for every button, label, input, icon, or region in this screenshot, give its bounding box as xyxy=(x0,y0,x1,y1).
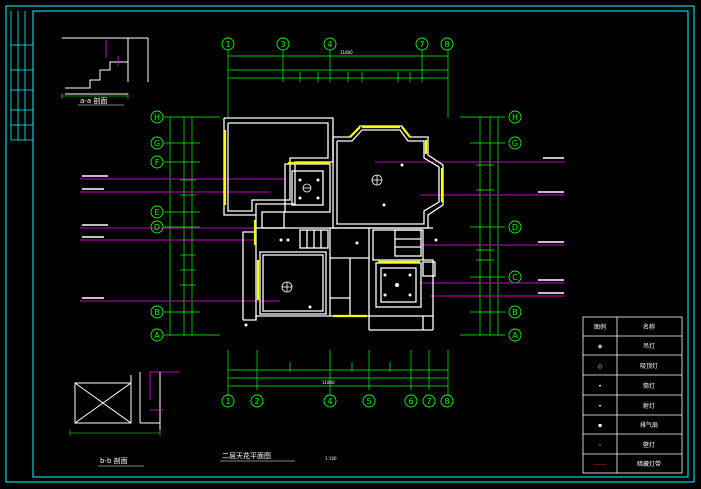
axis-label-top-4: 4 xyxy=(327,40,332,49)
legend-label-0: 名称 xyxy=(643,323,655,331)
axis-label-bottom-2: 2 xyxy=(254,397,259,406)
axis-label-right-A: A xyxy=(512,331,518,340)
legend-symbol-3: • xyxy=(598,383,602,390)
axis-label-bottom-6: 6 xyxy=(408,397,413,406)
light-fixtures xyxy=(244,163,438,327)
axis-label-left-E: E xyxy=(154,208,159,217)
axis-label-left-H: H xyxy=(154,113,160,122)
legend-symbol-4: • xyxy=(598,403,602,410)
dimension-lines-right xyxy=(460,116,505,336)
dimension-lines-left xyxy=(164,116,220,336)
plan-title: 二层天花平面图 xyxy=(222,451,271,460)
legend-symbol-6: ◦ xyxy=(598,442,602,449)
floor-plan xyxy=(223,117,444,331)
legend-label-3: 筒灯 xyxy=(643,382,655,390)
axis-bubble-top-4 xyxy=(323,37,337,51)
legend-symbol-1: ◈ xyxy=(598,343,603,350)
leader-lines xyxy=(80,161,565,302)
axis-label-top-3: 3 xyxy=(280,40,285,49)
drawing-frame-outer xyxy=(5,5,695,483)
section-a-title: a-a 剖面 xyxy=(80,96,107,105)
axis-label-bottom-7: 7 xyxy=(426,397,431,406)
axis-label-right-G: G xyxy=(512,139,518,148)
legend-label-4: 射灯 xyxy=(643,402,655,410)
axis-label-top-1: 1 xyxy=(225,40,230,49)
section-a: a-a 剖面 xyxy=(61,37,149,106)
axis-label-right-H: H xyxy=(512,113,518,122)
axis-label-right-D: D xyxy=(512,223,518,232)
axis-label-bottom-4: 4 xyxy=(327,397,332,406)
legend-label-6: 壁灯 xyxy=(643,441,655,449)
pendant-light-icon xyxy=(281,174,383,293)
title-strip xyxy=(10,11,33,141)
highlight-strips xyxy=(223,125,444,318)
legend-symbol-0: 图例 xyxy=(594,323,606,331)
plan-scale: 1:100 xyxy=(325,456,337,461)
axis-label-left-G: G xyxy=(154,139,160,148)
axis-bubbles-top xyxy=(221,37,454,51)
downlight-icon xyxy=(244,163,438,327)
axis-label-left-F: F xyxy=(155,158,160,167)
dimension-lines-bottom xyxy=(227,350,449,396)
axis-label-left-D: D xyxy=(154,223,160,232)
axis-label-bottom-8: 8 xyxy=(444,397,449,406)
axis-bubble-top-7 xyxy=(415,37,429,51)
legend-label-1: 吊灯 xyxy=(643,342,655,350)
legend-symbol-7: ------ xyxy=(594,461,607,468)
leader-text-stubs xyxy=(82,157,564,299)
drawing-frame-inner xyxy=(32,10,689,478)
legend-label-7: 暗藏灯带 xyxy=(637,460,661,468)
axis-label-left-B: B xyxy=(154,308,160,317)
dim-bottom-total: 11800 xyxy=(322,380,335,385)
legend-table: 图例 ◈ ◇ • • ▪ ◦ ------ 名称 吊灯 吸顶灯 筒灯 射灯 排气… xyxy=(582,316,683,474)
section-b: b-b 剖面 xyxy=(69,371,180,467)
legend-label-2: 吸顶灯 xyxy=(640,362,658,370)
legend-symbol-2: ◇ xyxy=(598,363,603,370)
legend-symbol-5: ▪ xyxy=(598,422,602,429)
axis-label-left-A: A xyxy=(154,331,160,340)
axis-bubble-top-8 xyxy=(440,37,454,51)
legend-label-5: 排气扇 xyxy=(640,421,658,429)
axis-label-right-C: C xyxy=(512,273,518,282)
axis-label-bottom-5: 5 xyxy=(366,397,371,406)
axis-label-bottom-1: 1 xyxy=(225,397,230,406)
axis-bubble-top-3 xyxy=(276,37,290,51)
axis-label-top-7: 7 xyxy=(419,40,424,49)
axis-bubbles-left xyxy=(150,110,164,342)
dim-top-total: 11800 xyxy=(340,50,353,55)
axis-bubble-top-1 xyxy=(221,37,235,51)
axis-label-top-8: 8 xyxy=(444,40,449,49)
axis-bubbles-bottom xyxy=(221,394,454,408)
section-b-title: b-b 剖面 xyxy=(100,456,128,465)
axis-label-right-B: B xyxy=(512,308,518,317)
dimension-lines-top xyxy=(227,50,449,118)
